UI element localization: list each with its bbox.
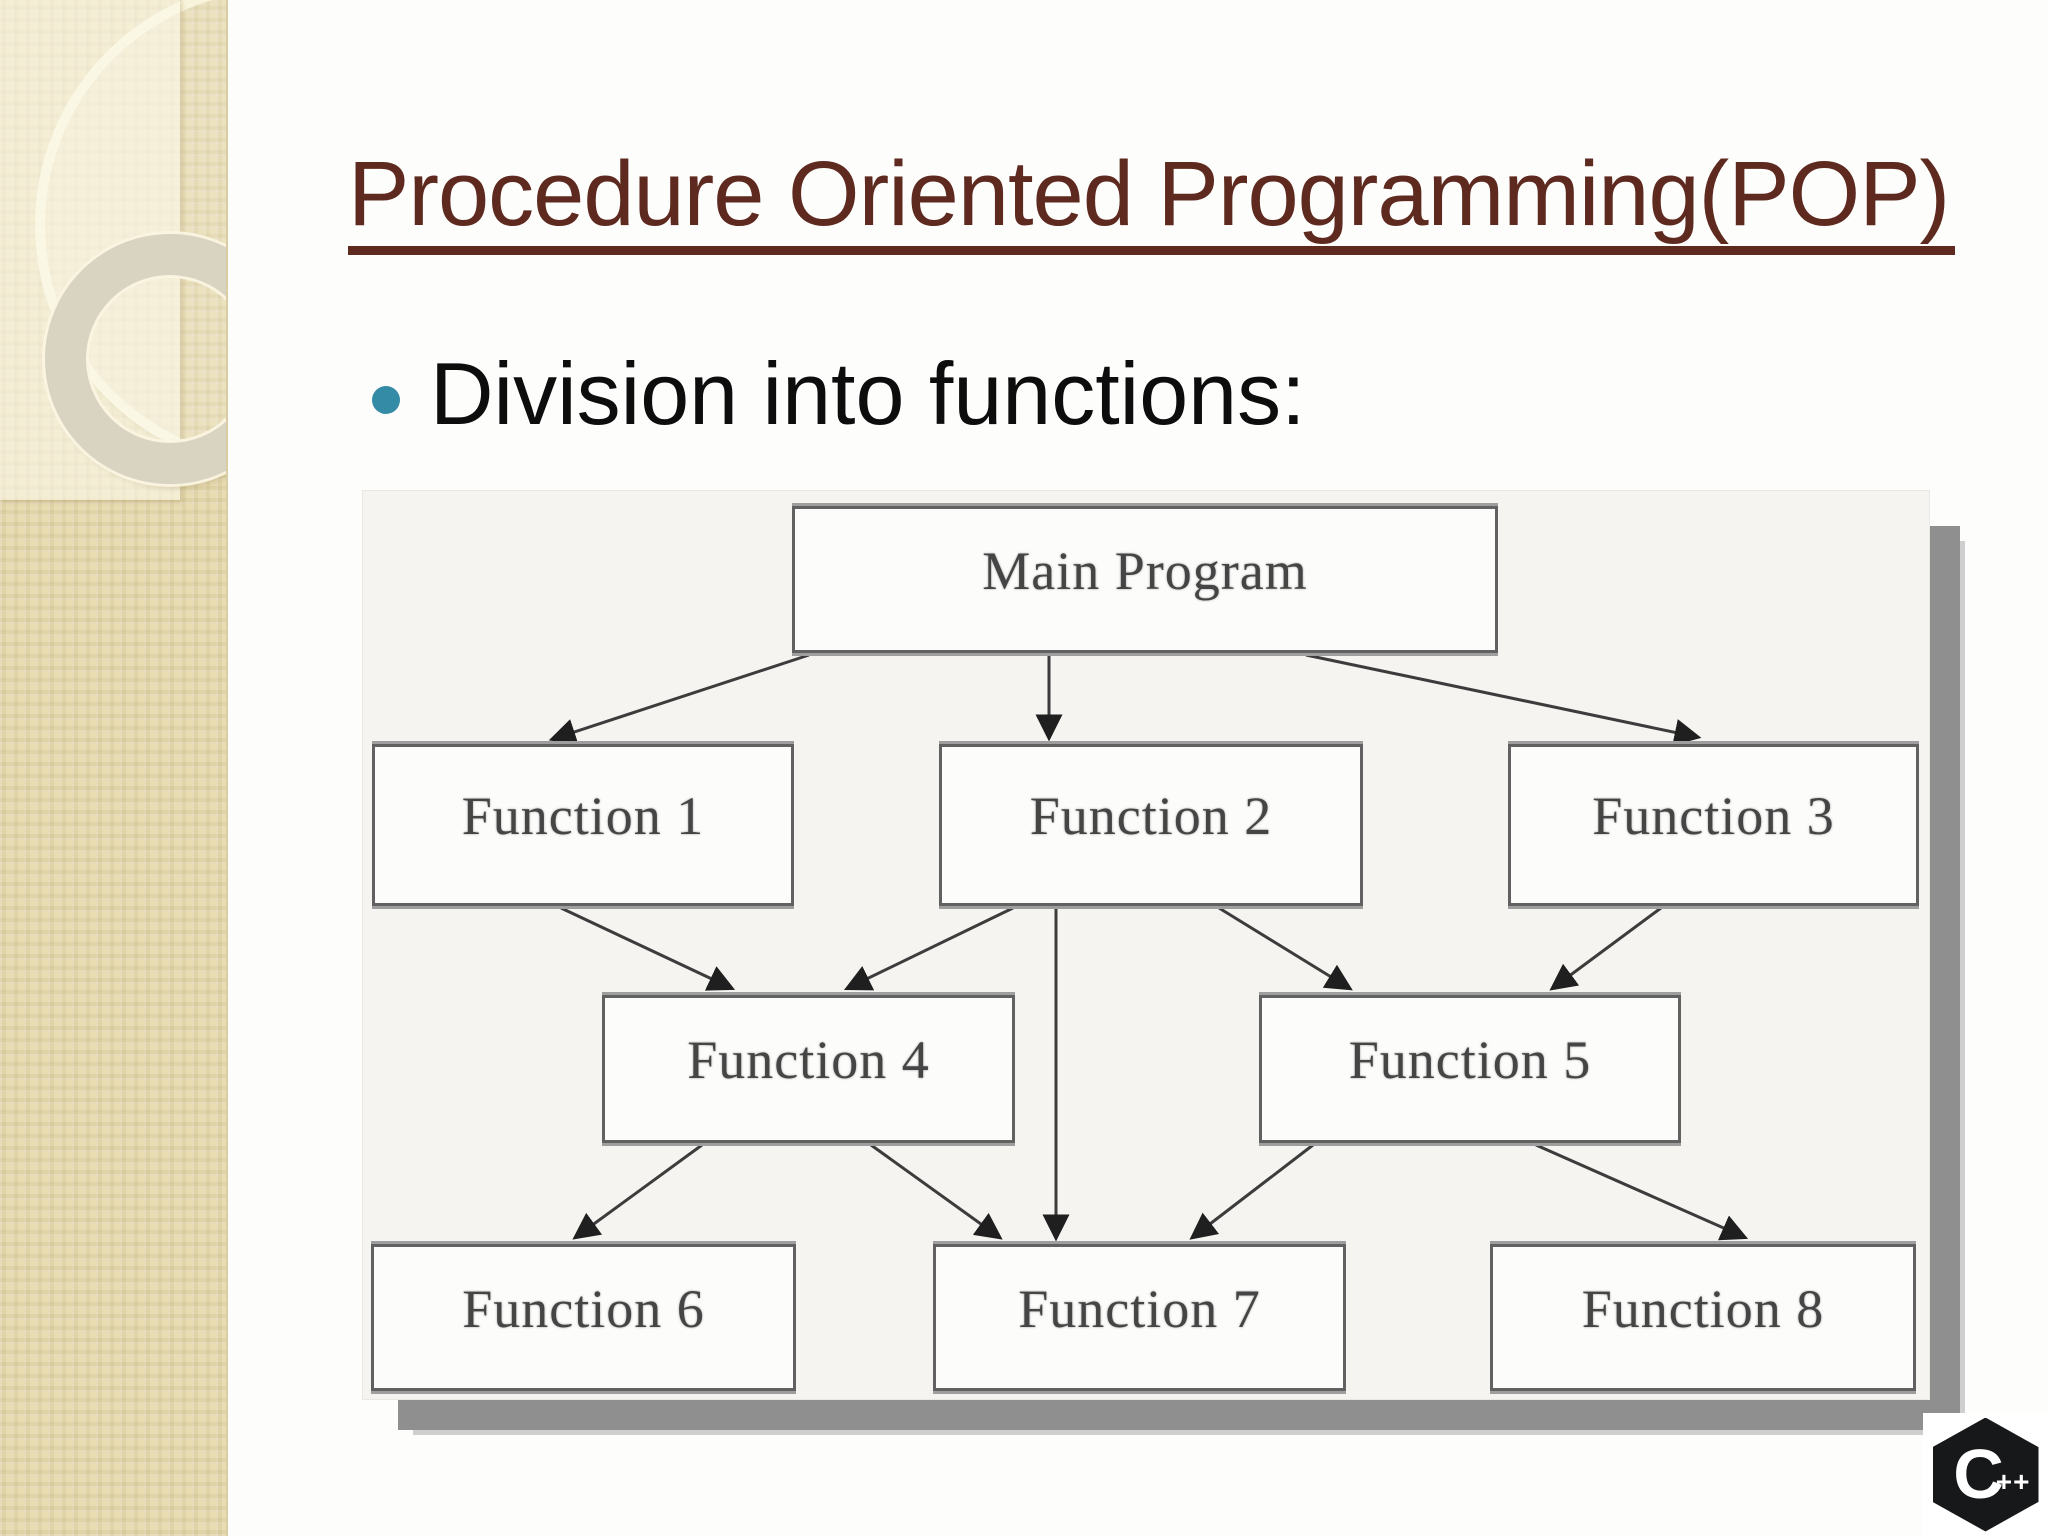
diagram-node-f7: Function 7 (933, 1244, 1346, 1391)
diagram-edges (548, 653, 1749, 1242)
diagram-node-f3: Function 3 (1508, 744, 1919, 906)
edge-f5-to-f8 (1535, 1143, 1749, 1241)
cpp-logo-plusplus: ++ (1995, 1465, 2031, 1497)
cpp-logo-letter: C (1953, 1434, 2004, 1513)
diagram-node-f5: Function 5 (1259, 995, 1681, 1143)
edge-f4-to-f6 (572, 1143, 703, 1240)
edge-f1-to-f4 (560, 906, 736, 991)
edge-f2-to-f5 (1218, 906, 1353, 991)
bullet-text: Division into functions: (430, 344, 1306, 443)
diagram-node-f4: Function 4 (602, 995, 1015, 1143)
edge-f5-to-f7 (1189, 1143, 1314, 1240)
sidebar-decoration (0, 0, 228, 1536)
slide-title: Procedure Oriented Programming(POP) (348, 148, 1956, 255)
edge-f4-to-f7 (870, 1143, 1003, 1240)
bullet-dot (372, 386, 400, 414)
edge-main-to-f3 (1305, 653, 1702, 746)
cpp-logo: C ++ (1923, 1413, 2048, 1536)
edge-f3-to-f5 (1549, 906, 1662, 991)
diagram-node-f2: Function 2 (939, 744, 1363, 906)
diagram-node-f6: Function 6 (371, 1244, 796, 1391)
edge-f2-to-f4 (843, 906, 1014, 991)
edge-main-to-f1 (548, 653, 810, 745)
diagram-node-f8: Function 8 (1490, 1244, 1916, 1391)
diagram-node-main: Main Program (792, 506, 1498, 653)
diagram-node-f1: Function 1 (372, 744, 794, 906)
cpp-hexagon-icon: C ++ (1932, 1417, 2039, 1532)
